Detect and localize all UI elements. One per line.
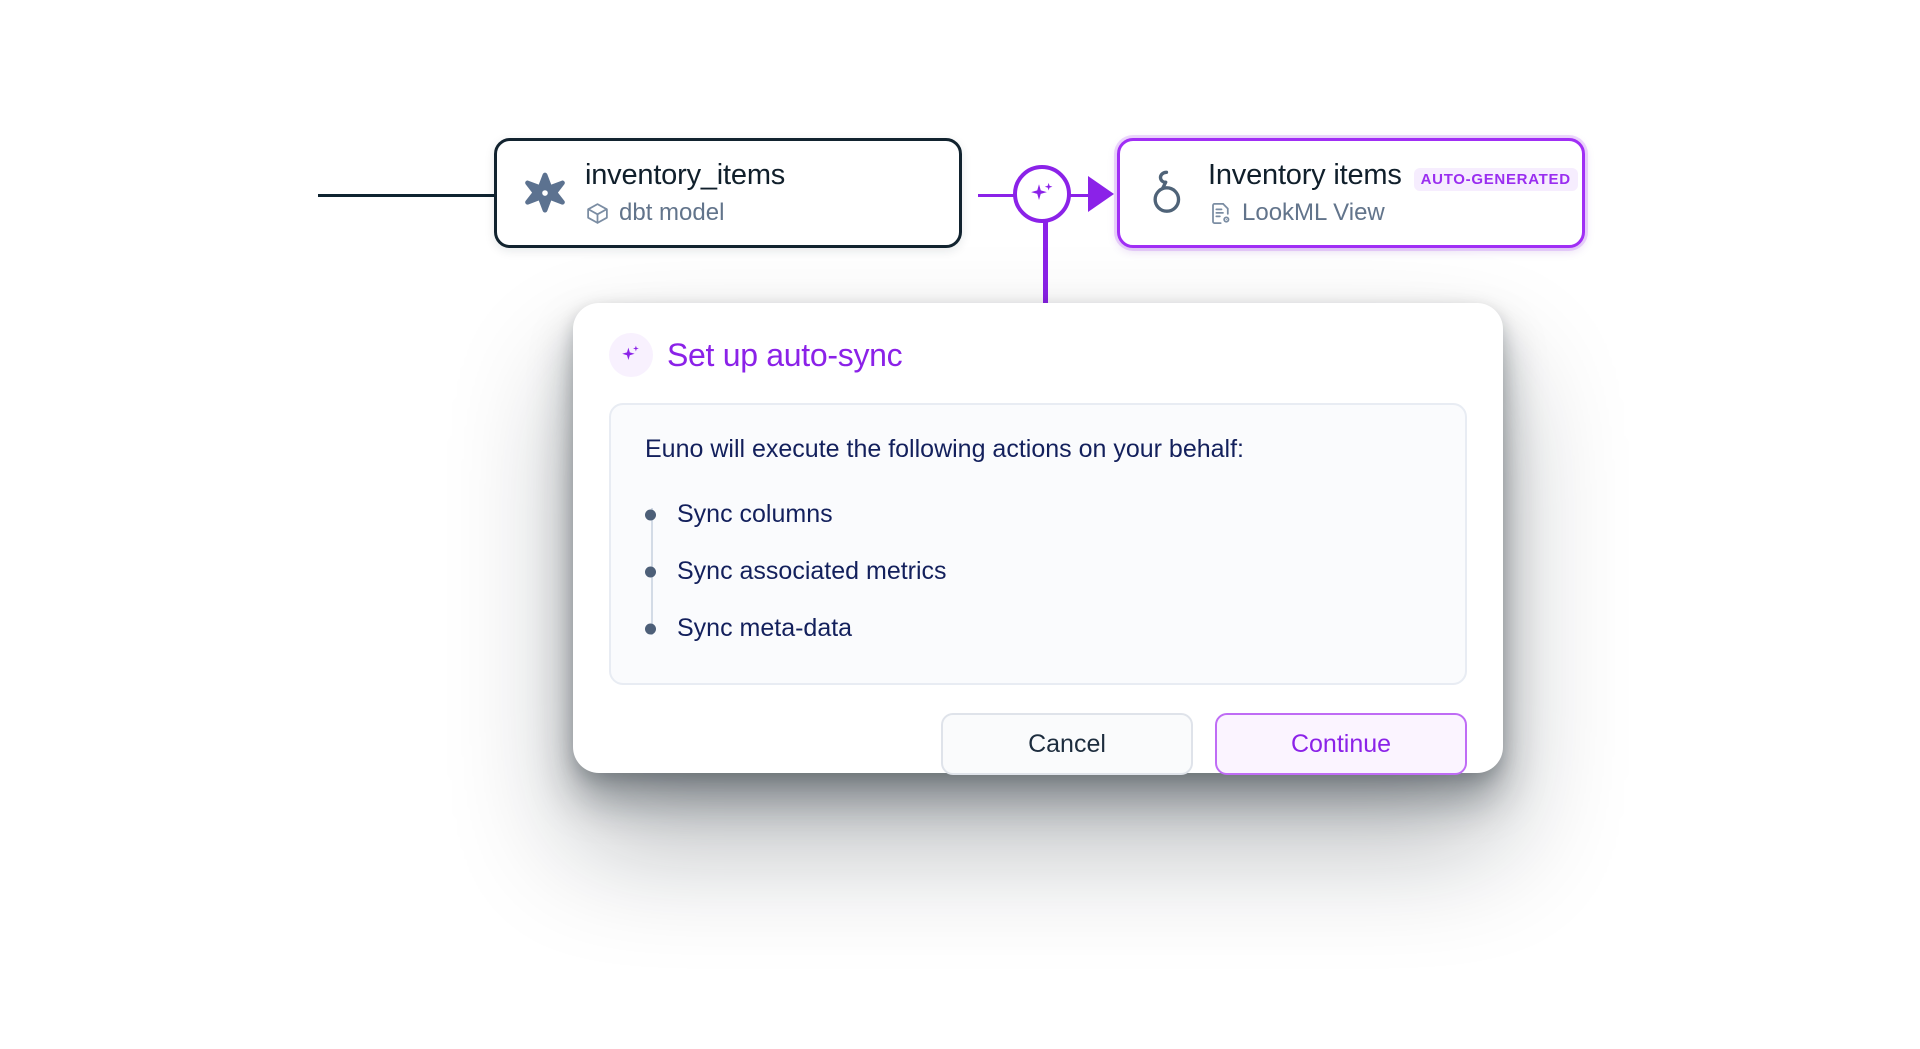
- list-item: Sync meta-data: [645, 608, 1431, 649]
- cancel-button[interactable]: Cancel: [941, 713, 1193, 775]
- actions-list: Sync columns Sync associated metrics Syn…: [645, 494, 1431, 649]
- node-title-row: Inventory items AUTO-GENERATED: [1208, 159, 1578, 192]
- modal-header: Set up auto-sync: [609, 333, 1467, 377]
- node-subtitle: LookML View: [1242, 199, 1385, 226]
- panel-intro-text: Euno will execute the following actions …: [645, 435, 1244, 463]
- auto-sync-sparkle-badge[interactable]: [1013, 165, 1071, 223]
- continue-button[interactable]: Continue: [1215, 713, 1467, 775]
- dbt-logo-icon: [519, 167, 571, 219]
- looker-logo-icon: [1142, 167, 1194, 219]
- bullet-dot-icon: [645, 623, 656, 634]
- sparkle-icon: [1031, 182, 1053, 200]
- list-item: Sync associated metrics: [645, 551, 1431, 592]
- edge-badge-to-lookml: [1060, 194, 1102, 197]
- bullet-dot-icon: [645, 509, 656, 520]
- list-item: Sync columns: [645, 494, 1431, 535]
- node-text-block: Inventory items AUTO-GENERATED LookML Vi…: [1208, 159, 1578, 227]
- edge-badge-to-modal: [1043, 196, 1048, 306]
- auto-sync-modal: Set up auto-sync Euno will execute the f…: [573, 303, 1503, 775]
- node-title: Inventory items: [1208, 159, 1402, 191]
- node-subtitle: dbt model: [619, 199, 725, 226]
- modal-footer: Cancel Continue: [609, 713, 1467, 775]
- edge-arrowhead-icon: [1088, 176, 1114, 212]
- edge-dbt-to-badge: [978, 194, 1018, 197]
- node-subtitle-row: dbt model: [585, 199, 785, 227]
- actions-panel: Euno will execute the following actions …: [609, 403, 1467, 685]
- bullet-dot-icon: [645, 566, 656, 577]
- sparkle-icon: [609, 333, 653, 377]
- node-text-block: inventory_items dbt model: [585, 159, 785, 227]
- list-item-label: Sync columns: [677, 500, 833, 528]
- document-eye-icon: [1208, 201, 1233, 226]
- node-title: inventory_items: [585, 159, 786, 191]
- status-badge-auto-generated: AUTO-GENERATED: [1413, 168, 1578, 191]
- list-item-label: Sync meta-data: [677, 614, 853, 642]
- cube-icon: [585, 201, 610, 226]
- list-item-label: Sync associated metrics: [677, 557, 947, 585]
- modal-title: Set up auto-sync: [667, 336, 903, 373]
- edge-incoming-line: [318, 194, 500, 197]
- node-subtitle-row: LookML View: [1208, 199, 1560, 227]
- lineage-node-dbt-model[interactable]: inventory_items dbt model: [494, 138, 962, 248]
- lineage-node-lookml-view[interactable]: Inventory items AUTO-GENERATED LookML Vi…: [1117, 138, 1585, 248]
- node-title-row: inventory_items: [585, 159, 785, 192]
